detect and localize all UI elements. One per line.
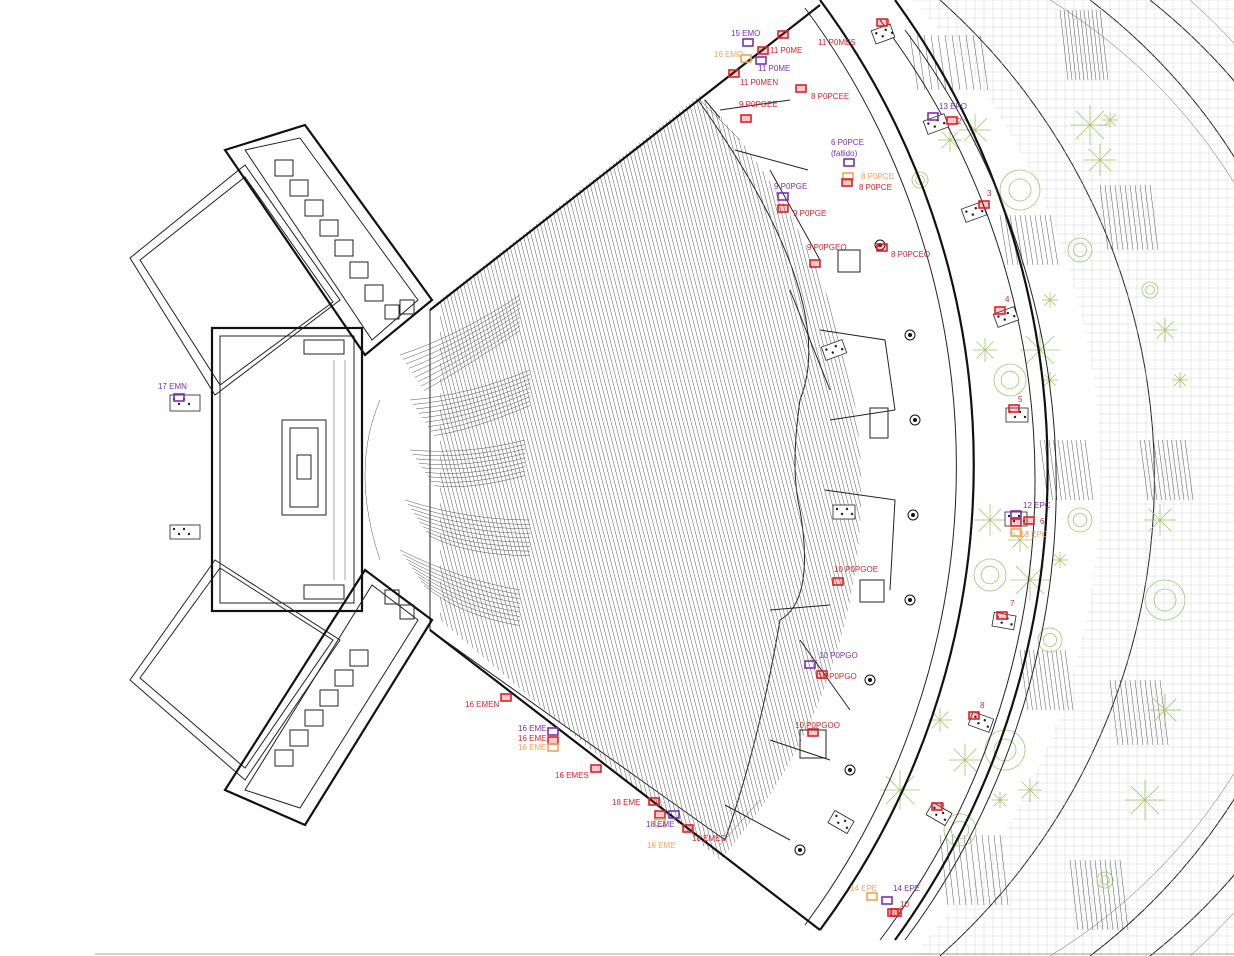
marker-label: 18 EME (612, 798, 640, 807)
marker-label: 10 (900, 900, 909, 909)
marker-label: 13 EPC (1020, 530, 1048, 539)
marker-label: 10 P0PGOE (834, 565, 878, 574)
marker-label: 9 P0PGEE (739, 100, 778, 109)
marker-label: 16 EME (518, 724, 546, 733)
marker-label: 2 (957, 117, 962, 126)
marker-label: 18 EME (646, 820, 674, 829)
ramps (909, 9, 1194, 931)
marker-labels: 1 2 3 4 5 6 7 8 9 10 15 EMO 16 EMO 11 P0MES 11 P0ME 11… (158, 18, 1051, 909)
marker-label: (fallido) (831, 149, 858, 158)
marker-label: 9 P0PGE (774, 182, 807, 191)
marker-label: 16 EMEN (465, 700, 499, 709)
marker-label: 8 P0PCEO (891, 250, 930, 259)
marker-label: 9 P0PGE (793, 209, 826, 218)
marker-label: 16 EMES (555, 771, 589, 780)
marker-label: 13 EPO (939, 102, 967, 111)
marker-label: 10 P0PGO (819, 651, 858, 660)
marker-label: 3 (987, 189, 992, 198)
marker-label: 16 EME (518, 743, 546, 752)
marker-label: 5 (1018, 395, 1023, 404)
marker-label: 8 P0PCE (861, 172, 894, 181)
marker-label: 8 (980, 701, 985, 710)
marker-label: 14 EPE (893, 884, 920, 893)
marker-label: 9 P0PGEO (807, 243, 847, 252)
marker-label: 14 EPE (850, 884, 877, 893)
marker-label: 10 P0PGO (818, 672, 857, 681)
marker-label: 7 (1010, 599, 1015, 608)
lobby-elements (704, 99, 921, 856)
marker-label: 11 P0MES (818, 38, 856, 47)
upper-wing (129, 123, 434, 396)
lower-wing (129, 559, 434, 827)
survey-markers (173, 18, 1035, 917)
marker-label: 18 EMES (692, 834, 726, 843)
marker-label: 11 P0ME (770, 46, 802, 55)
auditorium-stage (429, 4, 862, 931)
marker-label: 8 P0PCEE (811, 92, 849, 101)
marker-label: 4 (1005, 295, 1010, 304)
marker-label: 15 EMO (731, 29, 760, 38)
seating-rows (364, 294, 531, 626)
marker-label: 6 (1040, 517, 1045, 526)
marker-label: 17 EMN (158, 382, 187, 391)
marker-label: 8 P0PCE (859, 183, 892, 192)
sample-stations (169, 23, 1029, 835)
marker-label: 9 (940, 801, 945, 810)
perimeter-walls (804, 0, 1057, 941)
marker-label: 6 P0PCE (831, 138, 864, 147)
marker-label: 16 EME (518, 734, 546, 743)
stage-house (210, 326, 364, 613)
marker-label: 11 P0MEN (740, 78, 778, 87)
marker-label: 16 EME (647, 841, 675, 850)
marker-label: 1 (886, 18, 891, 27)
landscape-trees (880, 105, 1188, 889)
marker-label: 12 EPC (1023, 501, 1051, 510)
marker-label: 11 P0ME (758, 64, 790, 73)
marker-label: 16 EMO (714, 50, 743, 59)
marker-label: 10 P0PGOO (795, 721, 840, 730)
